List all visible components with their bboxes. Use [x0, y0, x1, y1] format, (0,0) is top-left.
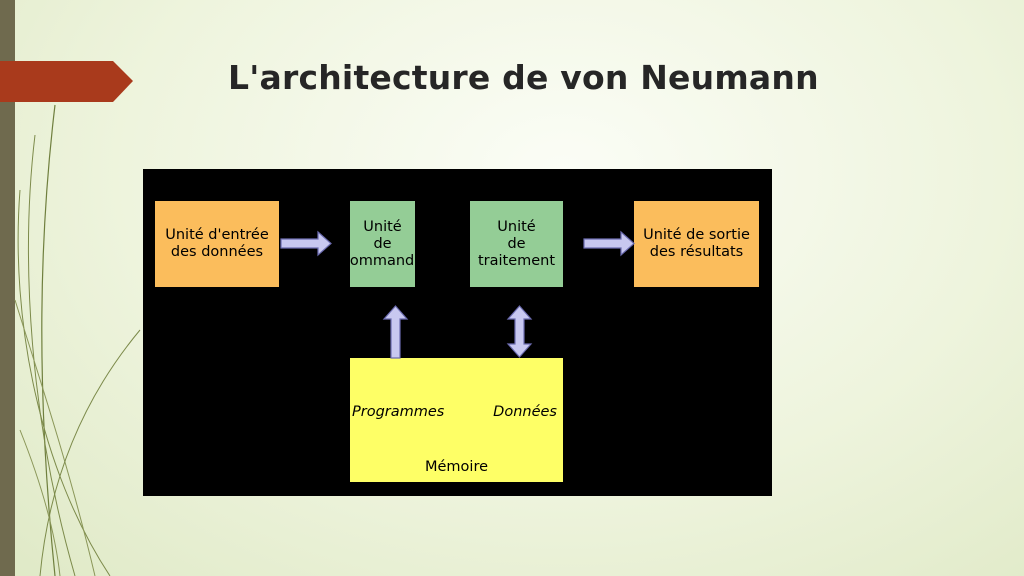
arrow-processing-to-output: [583, 230, 635, 257]
input-unit-box: Unité d'entrée des données: [155, 201, 279, 287]
left-accent-bar: [0, 0, 15, 576]
title-tab-shape: [0, 61, 133, 102]
memory-box: Programmes Données Mémoire: [350, 358, 563, 482]
memory-data-label: Données: [493, 404, 557, 420]
input-unit-label-line2: des données: [170, 244, 264, 260]
control-unit-label-line3: commande: [341, 252, 424, 269]
slide-title: L'architecture de von Neumann: [228, 58, 819, 97]
arrow-input-to-control: [280, 230, 332, 257]
input-unit-label-line1: Unité d'entrée: [165, 227, 269, 243]
output-unit-label-line2: des résultats: [649, 244, 744, 260]
memory-label: Mémoire: [424, 459, 489, 475]
arrow-processing-memory-bidirectional: [506, 305, 533, 358]
von-neumann-diagram: Unité d'entrée des données Unité de comm…: [143, 169, 772, 496]
processing-unit-label-line2: de: [507, 235, 526, 252]
control-unit-label-line1: Unité: [363, 218, 402, 235]
control-unit-label-line2: de: [373, 235, 392, 252]
processing-unit-box: Unité de traitement: [470, 201, 563, 287]
decorative-curves: [14, 104, 141, 576]
memory-programs-label: Programmes: [352, 404, 445, 420]
arrow-memory-to-control: [382, 305, 409, 359]
diagram-arrows: [280, 230, 635, 359]
processing-unit-label-line1: Unité: [497, 218, 536, 235]
output-unit-box: Unité de sortie des résultats: [634, 201, 759, 287]
processing-unit-label-line3: traitement: [477, 252, 556, 269]
output-unit-label-line1: Unité de sortie: [643, 227, 750, 243]
control-unit-box: Unité de commande: [342, 201, 423, 287]
